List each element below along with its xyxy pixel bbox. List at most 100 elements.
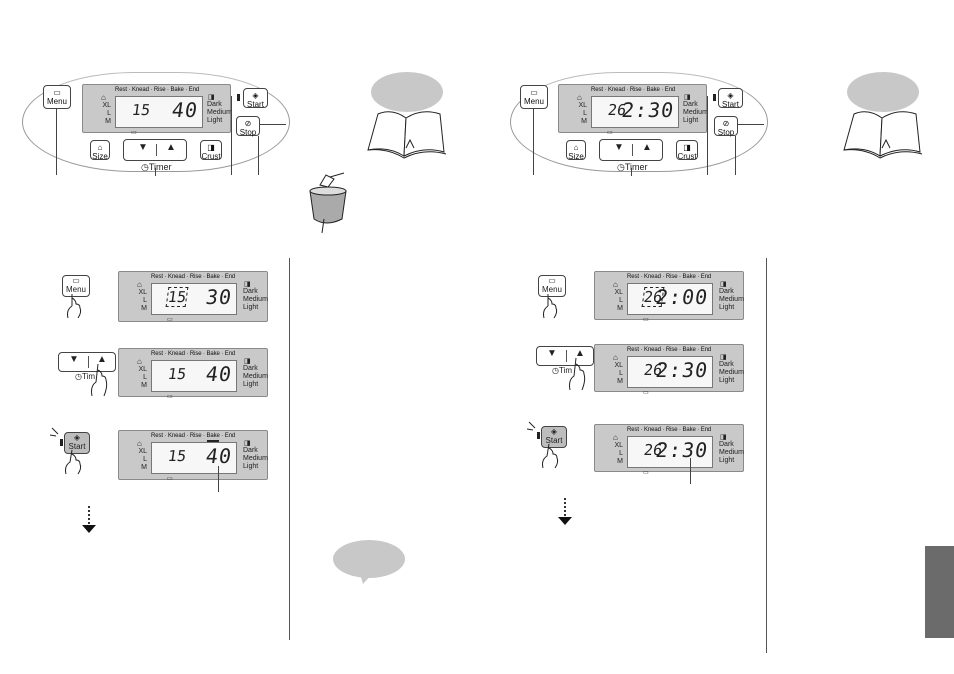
book-icon: ▭ xyxy=(131,130,137,136)
start-indicator-led xyxy=(237,94,240,101)
book-icon: ▭ xyxy=(167,476,173,482)
crust-square-icon: ◨ xyxy=(208,94,215,101)
lcd-screen: 26 2:30 xyxy=(591,96,679,128)
diamond-play-icon: ◈ xyxy=(252,91,259,100)
clock-icon: ◷ xyxy=(141,162,149,172)
menu-number: 15 xyxy=(130,101,152,119)
lcd-screen: 15 40 xyxy=(115,96,203,128)
time-readout: 40 xyxy=(204,362,234,386)
book-icon: ▭ xyxy=(72,276,80,285)
time-readout: 40 xyxy=(170,98,200,122)
crust-button[interactable]: ◨ Crust xyxy=(676,140,698,161)
menu-button[interactable]: ▭ Menu xyxy=(43,85,71,109)
crust-square-icon: ◨ xyxy=(244,358,251,365)
callout-line xyxy=(631,168,632,176)
crust-button[interactable]: ◨ Crust xyxy=(200,140,222,161)
loaf-icon: ⌂ xyxy=(97,143,103,152)
continue-dots xyxy=(564,498,566,516)
lcd-screen: 15 40 xyxy=(151,360,237,392)
timer-label: ◷Timer xyxy=(617,162,648,172)
speech-bubble xyxy=(847,72,919,112)
pointing-hand-icon xyxy=(91,363,108,397)
callout-line xyxy=(258,136,259,175)
crust-square-icon: ◨ xyxy=(720,281,727,288)
callout-line xyxy=(231,96,232,175)
down-triangle-icon xyxy=(558,517,572,525)
timer-arrow-buttons[interactable]: ▼ ▲ xyxy=(536,346,594,366)
menu-number: 15 xyxy=(165,287,189,307)
stop-circle-icon: ⊘ xyxy=(244,119,252,128)
timer-label: ◷Tim xyxy=(552,366,573,375)
flash-lines xyxy=(50,427,59,437)
loaf-icon: ⌂ xyxy=(101,93,106,102)
menu-button[interactable]: ▭ Menu xyxy=(62,275,90,297)
start-button[interactable]: ◈ Start xyxy=(243,88,268,109)
up-arrow-button[interactable]: ▲ xyxy=(575,348,585,359)
lcd-screen: 26 2:00 xyxy=(627,283,713,315)
loaf-icon: ⌂ xyxy=(137,280,142,289)
callout-line xyxy=(690,458,691,484)
up-arrow-button[interactable]: ▲ xyxy=(642,142,652,153)
down-arrow-button[interactable]: ▼ xyxy=(547,348,557,359)
flash-lines xyxy=(527,421,536,431)
callout-line xyxy=(735,136,736,175)
down-triangle-icon xyxy=(82,525,96,533)
diamond-play-icon: ◈ xyxy=(73,433,81,442)
up-arrow-button[interactable]: ▲ xyxy=(166,142,176,153)
callout-line xyxy=(155,168,156,176)
menu-button[interactable]: ▭ Menu xyxy=(538,275,566,297)
loaf-icon: ⌂ xyxy=(137,357,142,366)
crust-square-icon: ◨ xyxy=(244,440,251,447)
size-button[interactable]: ⌂ Size xyxy=(90,140,110,161)
book-icon: ▭ xyxy=(548,276,556,285)
callout-line xyxy=(56,109,57,175)
start-button[interactable]: ◈ Start xyxy=(64,432,90,454)
up-arrow-button[interactable]: ▲ xyxy=(97,354,107,365)
down-arrow-button[interactable]: ▼ xyxy=(138,142,148,153)
pointing-hand-icon xyxy=(543,294,558,319)
size-button[interactable]: ⌂ Size xyxy=(566,140,586,161)
down-arrow-button[interactable]: ▼ xyxy=(614,142,624,153)
pointing-hand-icon xyxy=(65,449,82,475)
timer-arrow-buttons[interactable]: ▼ ▲ xyxy=(58,352,116,372)
diamond-play-icon: ◈ xyxy=(550,427,558,436)
section-tab xyxy=(925,546,954,638)
loaf-icon: ⌂ xyxy=(577,93,582,102)
crust-square-icon: ◨ xyxy=(683,143,691,152)
loaf-icon: ⌂ xyxy=(613,280,618,289)
timer-arrow-buttons[interactable]: ▼ ▲ xyxy=(123,139,187,161)
timer-arrow-buttons[interactable]: ▼ ▲ xyxy=(599,139,663,161)
menu-number: 15 xyxy=(166,447,188,465)
timer-label: ◷Timer xyxy=(141,162,172,172)
callout-line xyxy=(533,109,534,175)
menu-number: 15 xyxy=(166,365,188,383)
crust-square-icon: ◨ xyxy=(720,354,727,361)
start-button[interactable]: ◈ Start xyxy=(718,88,743,109)
stage-labels: Rest · Knead · Rise · Bake · End xyxy=(591,87,676,93)
callout-line xyxy=(738,124,764,125)
open-book-illustration xyxy=(367,111,447,159)
time-readout: 30 xyxy=(204,285,234,309)
book-icon: ▭ xyxy=(643,390,649,396)
book-icon: ▭ xyxy=(643,317,649,323)
start-button[interactable]: ◈ Start xyxy=(541,426,567,448)
crust-square-icon: ◨ xyxy=(684,94,691,101)
menu-button[interactable]: ▭ Menu xyxy=(520,85,548,109)
pointing-hand-icon xyxy=(542,443,559,469)
time-readout: 2:00 xyxy=(654,285,710,309)
stop-button[interactable]: ⊘ Stop xyxy=(714,116,738,137)
loaf-icon: ⌂ xyxy=(613,353,618,362)
book-icon: ▭ xyxy=(530,88,538,97)
down-arrow-button[interactable]: ▼ xyxy=(69,354,79,365)
time-readout: 2:30 xyxy=(654,438,710,462)
control-panel-left xyxy=(22,72,290,172)
book-icon: ▭ xyxy=(643,470,649,476)
stop-button[interactable]: ⊘ Stop xyxy=(236,116,260,137)
